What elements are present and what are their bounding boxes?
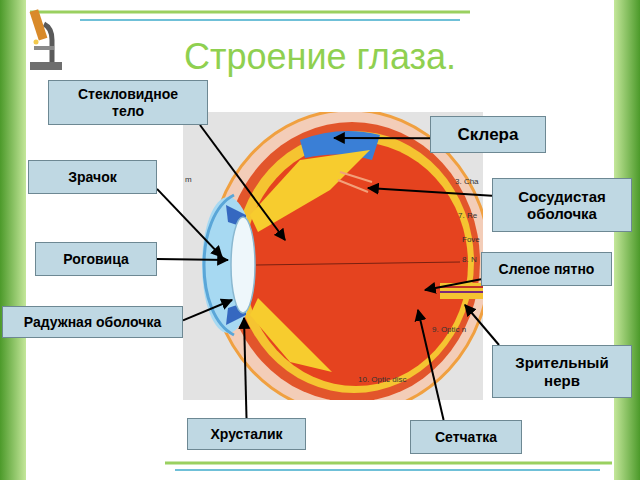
microscope-lamp bbox=[34, 40, 39, 45]
side-band bbox=[0, 0, 26, 480]
part-name: Стекловидное тело bbox=[68, 86, 188, 118]
leader-arrow bbox=[368, 188, 492, 196]
slide-title: Строение глаза. bbox=[0, 36, 640, 78]
microscope-icon bbox=[30, 9, 62, 70]
leader-arrow bbox=[200, 125, 285, 240]
label-box: Сосудистая оболочка bbox=[492, 178, 632, 232]
microscope-arm bbox=[44, 24, 52, 62]
part-callout: m bbox=[185, 176, 192, 184]
choroid bbox=[224, 122, 480, 400]
part-name: Слепое пятно bbox=[499, 261, 595, 277]
part-callout: 3. Cha bbox=[455, 178, 479, 186]
label-box: Склера bbox=[430, 116, 546, 153]
leader-arrow bbox=[157, 259, 228, 260]
deco-line bbox=[165, 462, 612, 465]
part-callout: 7. Re bbox=[458, 212, 477, 220]
label-box: Хрусталик bbox=[187, 418, 306, 450]
ciliary-fibres bbox=[338, 172, 372, 192]
part-name: Роговица bbox=[63, 251, 129, 267]
ciliary-body bbox=[250, 298, 332, 372]
label-box: Стекловидное тело bbox=[48, 80, 208, 125]
leader-arrow bbox=[425, 279, 481, 290]
side-band bbox=[614, 0, 640, 480]
label-box: Радужная оболочка bbox=[2, 306, 183, 338]
ciliary-body bbox=[250, 150, 370, 232]
deco-line bbox=[30, 11, 470, 14]
leader-arrow bbox=[244, 318, 247, 418]
label-box: Зрительный нерв bbox=[492, 345, 632, 398]
label-box: Роговица bbox=[35, 242, 157, 276]
vitreous-body bbox=[244, 142, 468, 386]
lens bbox=[231, 217, 255, 313]
leader-arrow bbox=[334, 137, 430, 139]
part-callout: Fove bbox=[462, 236, 480, 244]
label-box: Зрачок bbox=[28, 160, 157, 194]
visual-axis bbox=[256, 262, 460, 265]
part-callout: 8. N bbox=[462, 256, 477, 264]
part-name: Склера bbox=[458, 125, 519, 145]
part-name: Хрусталик bbox=[210, 426, 282, 442]
microscope-stage bbox=[34, 46, 54, 50]
microscope-tube bbox=[30, 9, 48, 40]
label-box: Слепое пятно bbox=[481, 252, 612, 286]
retina bbox=[234, 131, 474, 393]
leader-arrow bbox=[157, 189, 222, 257]
nerve-vessel bbox=[440, 291, 483, 293]
part-name: Радужная оболочка bbox=[24, 314, 161, 330]
anterior-chamber bbox=[202, 197, 254, 333]
part-name: Зрительный нерв bbox=[503, 354, 621, 389]
deco-line bbox=[80, 19, 460, 21]
sclera bbox=[210, 112, 483, 400]
part-name: Сетчатка bbox=[435, 429, 497, 445]
part-callout: 9. Optic n bbox=[432, 326, 466, 334]
leader-arrow bbox=[465, 305, 499, 345]
label-box: Сетчатка bbox=[410, 420, 522, 454]
part-name: Зрачок bbox=[68, 169, 116, 185]
deco-line bbox=[175, 469, 600, 471]
leader-arrow bbox=[183, 300, 232, 320]
microscope-base bbox=[30, 62, 62, 70]
part-name: Сосудистая оболочка bbox=[503, 188, 621, 223]
part-callout: 10. Optic disc bbox=[358, 376, 406, 384]
